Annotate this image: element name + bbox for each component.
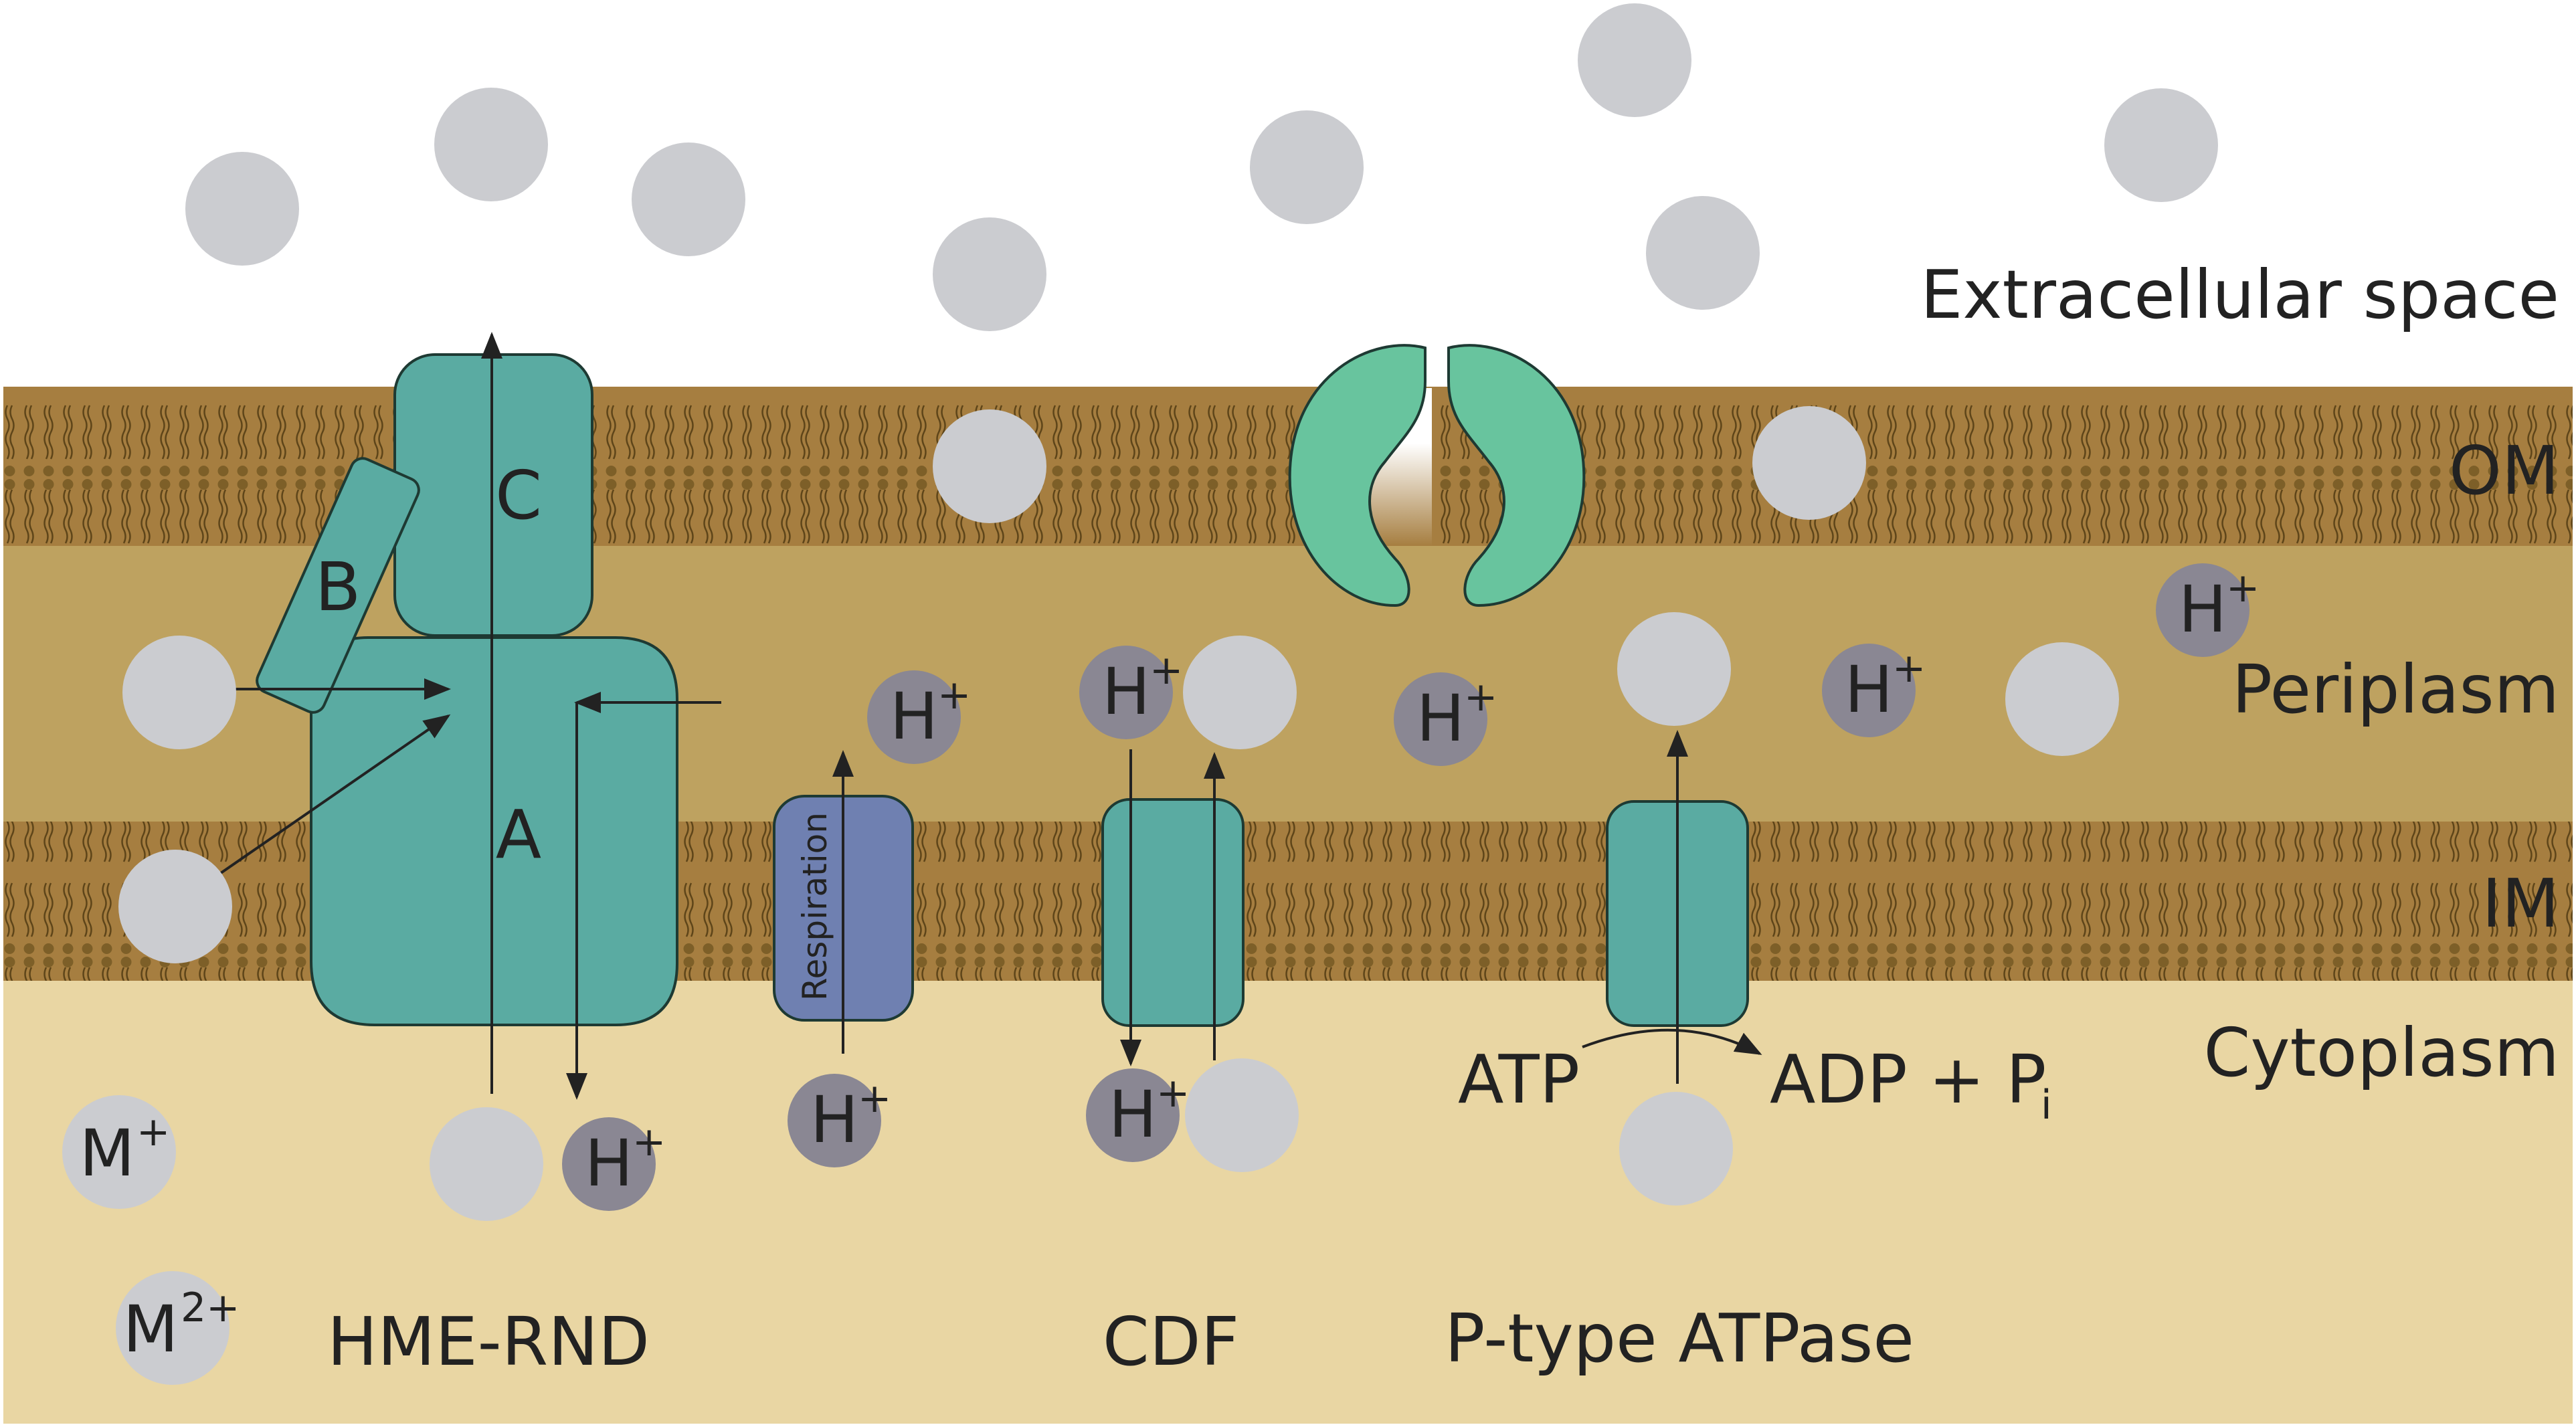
cdf-box [1101,798,1245,1027]
svg-text:H: H [1416,681,1465,756]
hme-rnd-label: HME-RND [327,1303,650,1381]
proton: H + [867,670,971,764]
porin-left-half [1288,344,1427,607]
proton: H + [2156,563,2260,657]
metal-ion [1183,636,1297,749]
svg-text:H: H [890,679,938,754]
extracellular-metal-ions [185,3,2218,331]
porin-right-half [1447,344,1586,607]
svg-text:+: + [136,1109,170,1155]
svg-text:+: + [1149,647,1183,694]
proton: H + [1079,646,1183,739]
metal-ion [1185,1058,1299,1172]
subunit-a [310,636,678,1026]
proton: H + [1086,1068,1190,1162]
svg-text:+: + [858,1075,891,1122]
label-cytoplasm: Cytoplasm [2204,1014,2559,1092]
svg-text:M: M [80,1116,135,1191]
label-outer-membrane: OM [2449,432,2559,510]
monovalent-metal-ion: M + [62,1095,176,1209]
svg-text:+: + [1892,645,1926,692]
respiration-label: Respiration [796,812,834,1001]
p-type-atpase: ATP ADP + P i P-type ATPase [1445,612,2052,1377]
subunit-b [256,457,420,714]
cdf-transporter: H + H + CDF [1079,636,1299,1381]
metal-ion [430,1107,543,1221]
svg-text:H: H [585,1126,633,1201]
proton: H + [1822,644,1926,737]
svg-text:+: + [632,1119,666,1165]
pi-subscript: i [2041,1082,2052,1129]
metal-ion [122,636,236,749]
metal-ion [2104,88,2218,202]
svg-text:+: + [2226,565,2260,611]
metal-ion [1752,406,1866,520]
metal-ion [434,88,548,201]
atp-hydrolysis-arrow [1582,1028,1762,1055]
metal-ion [933,409,1046,523]
metal-ion [1250,110,1364,224]
metal-ion [1646,196,1760,310]
proton: H + [1394,672,1497,766]
subunit-a-label: A [496,795,541,874]
divalent-metal-ion: M 2+ [116,1271,240,1385]
svg-text:+: + [1156,1070,1190,1117]
svg-text:H: H [1109,1077,1157,1152]
label-inner-membrane: IM [2482,864,2559,943]
cytoplasm-region [3,981,2573,1424]
svg-text:M: M [123,1292,179,1367]
metal-ion [632,142,745,256]
subunit-c-label: C [495,456,542,535]
metal-ion [118,850,232,963]
svg-text:H: H [810,1082,858,1157]
svg-text:H: H [1102,654,1150,729]
proton: H + [788,1074,891,1167]
subunit-b-label: B [315,548,361,626]
metal-ion [933,217,1046,331]
svg-text:H: H [2179,572,2227,647]
label-extracellular-space: Extracellular space [1920,256,2559,334]
label-periplasm: Periplasm [2232,650,2559,729]
metal-ion [185,152,299,266]
metal-ion [1617,612,1731,726]
metal-ion [2005,642,2119,756]
svg-text:+: + [937,672,971,719]
proton: H + [562,1117,666,1211]
svg-text:+: + [1464,674,1497,721]
cdf-label: CDF [1103,1303,1239,1381]
p-type-atpase-label: P-type ATPase [1445,1299,1914,1377]
hme-rnd-complex: A B C H + HME-RND [118,332,721,1381]
metal-ion [1619,1092,1733,1206]
cytoplasmic-uptake-arrow [219,714,451,874]
adp-pi-label: ADP + P [1770,1040,2046,1119]
metal-ion [1578,3,1691,117]
porin [1288,344,1586,607]
respiration-complex: Respiration H + H + [773,670,971,1167]
subunit-c [393,353,593,637]
atp-label: ATP [1458,1040,1580,1119]
svg-text:2+: 2+ [181,1285,240,1331]
svg-text:H: H [1845,652,1893,727]
